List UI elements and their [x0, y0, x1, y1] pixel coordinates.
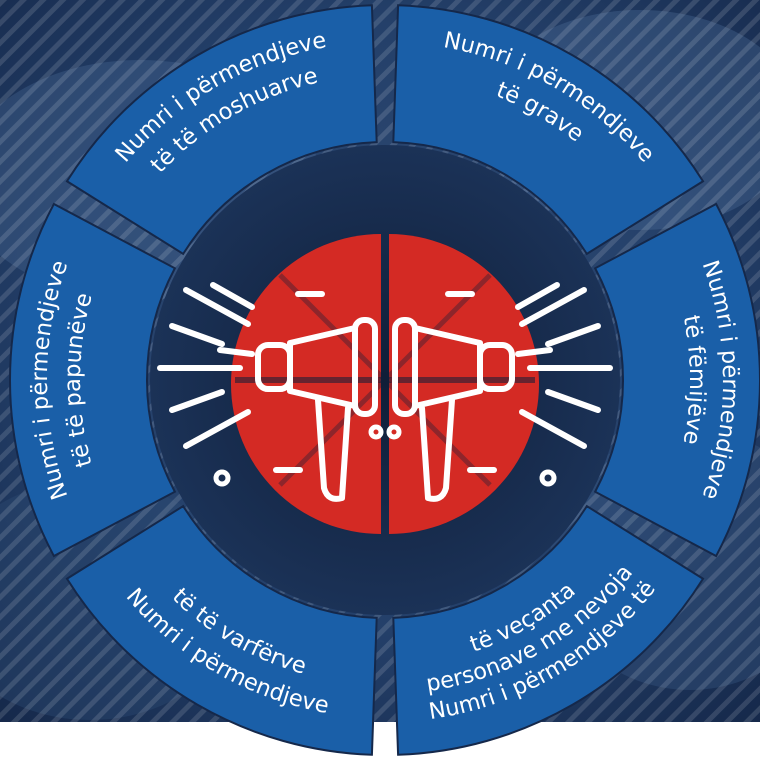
- left-megaphone-icon: [255, 317, 378, 502]
- megaphones-icon: [157, 282, 613, 502]
- segment-unemployed: [9, 202, 177, 558]
- right-megaphone-icon: [392, 317, 515, 502]
- segment-women: [392, 4, 705, 256]
- segment-ring: [9, 4, 760, 756]
- segment-dependents: [65, 504, 378, 756]
- decor-dots: [213, 424, 557, 487]
- left-sound-lines-icon: [157, 282, 255, 449]
- right-sound-lines-icon: [515, 282, 613, 449]
- segment-disabilities: [392, 504, 705, 756]
- segment-elderly: [65, 4, 378, 256]
- segment-children: [593, 202, 760, 558]
